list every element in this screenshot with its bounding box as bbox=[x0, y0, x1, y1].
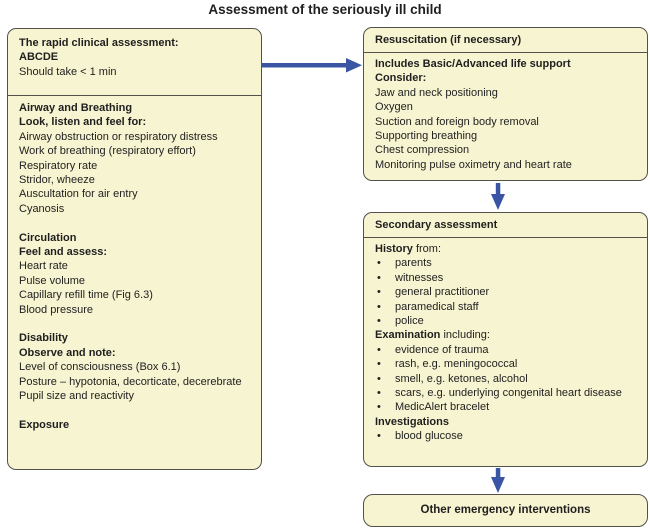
secondary-assessment-box: Secondary assessment History from: • pare… bbox=[363, 212, 648, 467]
secondary-assessment-header: Secondary assessment bbox=[364, 213, 647, 237]
resuscitation-item: Supporting breathing bbox=[375, 130, 478, 143]
circulation-item: Heart rate bbox=[19, 260, 68, 273]
examination-item-text: smell, e.g. ketones, alcohol bbox=[395, 372, 528, 385]
history-item-text: witnesses bbox=[395, 271, 444, 284]
bullet-glyph: • bbox=[377, 401, 381, 414]
arrow-right-icon bbox=[261, 58, 362, 73]
disability-item: Posture – hypotonia, decorticate, decere… bbox=[19, 375, 242, 388]
examination-label: Examination bbox=[375, 329, 441, 342]
circulation-section-title: Circulation bbox=[19, 231, 77, 244]
bullet-glyph: • bbox=[377, 343, 381, 356]
bullet-glyph: • bbox=[377, 300, 381, 313]
examination-item: • rash, e.g. meningococcal bbox=[375, 357, 636, 371]
disability-section-subtitle: Observe and note: bbox=[19, 346, 116, 359]
history-item: • paramedical staff bbox=[375, 300, 636, 314]
history-rest: from: bbox=[412, 243, 442, 255]
examination-item: • smell, e.g. ketones, alcohol bbox=[375, 372, 636, 386]
airway-item: Work of breathing (respiratory effort) bbox=[19, 145, 196, 158]
history-item: • parents bbox=[375, 256, 636, 270]
history-item-text: police bbox=[395, 315, 424, 328]
history-label: History bbox=[375, 243, 413, 255]
rapid-header-line2: ABCDE bbox=[19, 51, 59, 64]
circulation-section-subtitle: Feel and assess: bbox=[19, 246, 108, 259]
other-interventions-title: Other emergency interventions bbox=[420, 504, 591, 517]
circulation-item: Blood pressure bbox=[19, 303, 93, 316]
resuscitation-item: Chest compression bbox=[375, 144, 470, 157]
exposure-section-title: Exposure bbox=[19, 418, 70, 431]
airway-item: Respiratory rate bbox=[19, 159, 98, 172]
section-spacer bbox=[19, 216, 250, 230]
section-spacer bbox=[19, 404, 250, 418]
rapid-assessment-header: The rapid clinical assessment: ABCDE Sho… bbox=[8, 29, 261, 95]
airway-section-title: Airway and Breathing bbox=[19, 102, 133, 114]
history-heading: History from: bbox=[375, 242, 636, 256]
circulation-item: Capillary refill time (Fig 6.3) bbox=[19, 289, 153, 302]
airway-item: Stridor, wheeze bbox=[19, 174, 95, 187]
airway-item: Auscultation for air entry bbox=[19, 188, 138, 201]
examination-item: • scars, e.g. underlying congenital heart… bbox=[375, 386, 636, 400]
rapid-assessment-body: Airway and Breathing Look, listen and fe… bbox=[8, 95, 261, 432]
examination-item-text: rash, e.g. meningococcal bbox=[395, 358, 518, 371]
resuscitation-item: Suction and foreign body removal bbox=[375, 115, 539, 128]
rapid-header-line3: Should take < 1 min bbox=[19, 65, 117, 78]
investigations-item: • blood glucose bbox=[375, 429, 636, 443]
bullet-glyph: • bbox=[377, 257, 381, 270]
resuscitation-header: Resuscitation (if necessary) bbox=[364, 28, 647, 52]
arrow-down-icon bbox=[491, 183, 505, 210]
resuscitation-body: Includes Basic/Advanced life support Con… bbox=[364, 52, 647, 172]
history-item-text: parents bbox=[395, 257, 432, 270]
history-item: • witnesses bbox=[375, 271, 636, 285]
airway-section-subtitle: Look, listen and feel for: bbox=[19, 116, 147, 129]
page-title: Assessment of the seriously ill child bbox=[208, 2, 442, 17]
bullet-glyph: • bbox=[377, 372, 381, 385]
secondary-assessment-title: Secondary assessment bbox=[375, 219, 498, 231]
bullet-glyph: • bbox=[377, 358, 381, 371]
examination-rest: including: bbox=[440, 329, 490, 342]
examination-item: • evidence of trauma bbox=[375, 343, 636, 357]
airway-item: Cyanosis bbox=[19, 202, 65, 215]
history-item-text: general practitioner bbox=[395, 286, 490, 299]
airway-item: Airway obstruction or respiratory distre… bbox=[19, 130, 218, 143]
other-interventions-box: Other emergency interventions bbox=[363, 494, 648, 527]
bullet-glyph: • bbox=[377, 271, 381, 284]
rapid-header-line1: The rapid clinical assessment: bbox=[19, 37, 179, 49]
resuscitation-item: Oxygen bbox=[375, 101, 413, 114]
disability-item: Pupil size and reactivity bbox=[19, 390, 134, 403]
investigations-item-text: blood glucose bbox=[395, 430, 463, 443]
examination-heading: Examination including: bbox=[375, 328, 636, 342]
resuscitation-subtitle1: Includes Basic/Advanced life support bbox=[375, 58, 571, 70]
disability-section-title: Disability bbox=[19, 332, 68, 345]
section-spacer bbox=[19, 317, 250, 331]
examination-item-text: evidence of trauma bbox=[395, 343, 489, 356]
history-item: • police bbox=[375, 314, 636, 328]
examination-item: • MedicAlert bracelet bbox=[375, 400, 636, 414]
history-item: • general practitioner bbox=[375, 285, 636, 299]
investigations-heading: Investigations bbox=[375, 415, 449, 428]
disability-item: Level of consciousness (Box 6.1) bbox=[19, 361, 181, 374]
resuscitation-title: Resuscitation (if necessary) bbox=[375, 34, 522, 46]
arrow-down-icon bbox=[491, 468, 505, 493]
bullet-glyph: • bbox=[377, 387, 381, 400]
bullet-glyph: • bbox=[377, 315, 381, 328]
resuscitation-item: Jaw and neck positioning bbox=[375, 86, 498, 99]
bullet-glyph: • bbox=[377, 286, 381, 299]
circulation-item: Pulse volume bbox=[19, 274, 86, 287]
resuscitation-item: Monitoring pulse oximetry and heart rate bbox=[375, 158, 572, 171]
examination-item-text: scars, e.g. underlying congenital heart … bbox=[395, 387, 622, 400]
resuscitation-subtitle2: Consider: bbox=[375, 72, 427, 85]
resuscitation-box: Resuscitation (if necessary) Includes Ba… bbox=[363, 27, 648, 181]
rapid-assessment-box: The rapid clinical assessment: ABCDE Sho… bbox=[7, 28, 262, 470]
bullet-glyph: • bbox=[377, 430, 381, 443]
secondary-assessment-body: History from: • parents • witnesses • gener… bbox=[364, 237, 647, 444]
history-item-text: paramedical staff bbox=[395, 300, 479, 313]
examination-item-text: MedicAlert bracelet bbox=[395, 401, 490, 414]
